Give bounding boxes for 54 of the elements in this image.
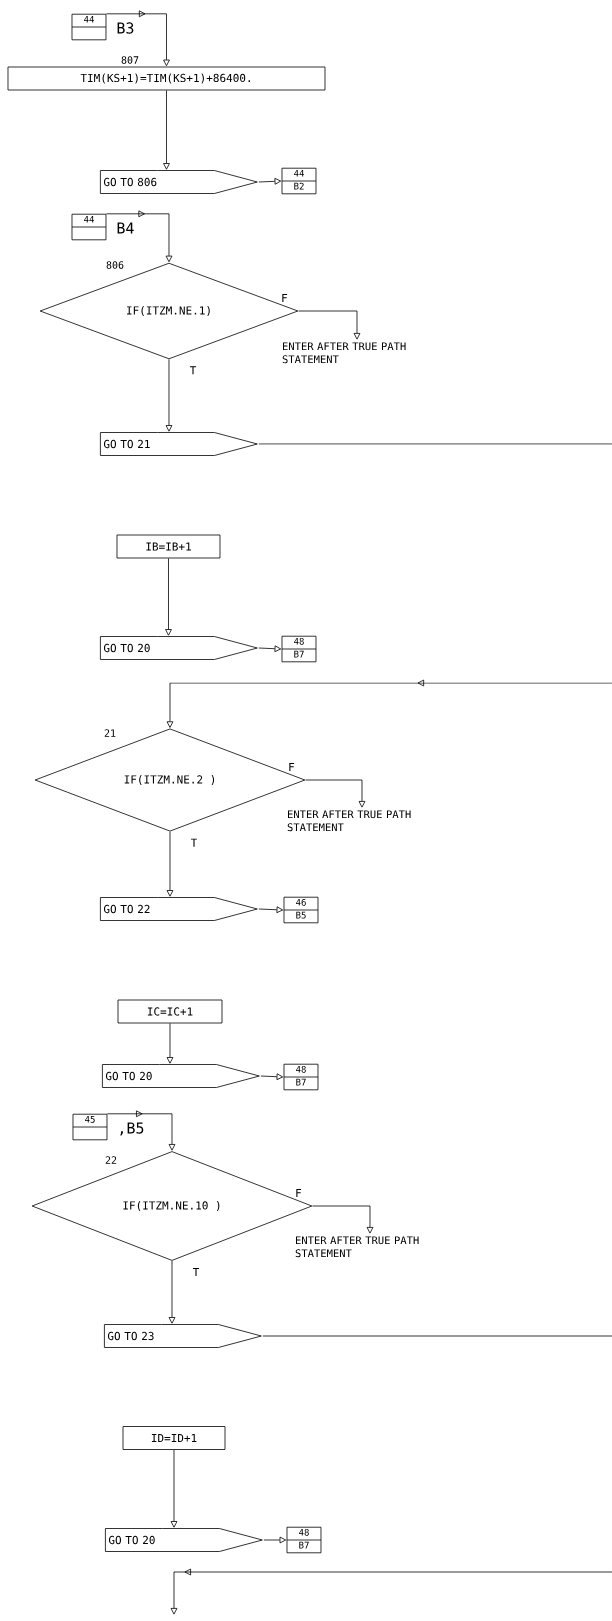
note-text: ENTER AFTER TRUE PATH STATEMENT: [295, 1236, 419, 1258]
arrow: [258, 645, 282, 653]
note-text: ENTER AFTER TRUE PATH STATEMENT: [282, 342, 406, 364]
edge-label: F: [287, 762, 296, 772]
page-connector: 48 B7: [286, 1526, 322, 1554]
arrow: [107, 1110, 176, 1151]
arrow: [305, 779, 366, 808]
page-connector: 48 B7: [283, 1063, 319, 1091]
go-to-box: GO TO 21: [100, 432, 258, 456]
arrow: [258, 906, 284, 914]
statement-label: B4: [117, 222, 134, 234]
edge-label: T: [188, 365, 198, 376]
process-box: IB=IB+1: [116, 534, 221, 559]
arrow: [258, 177, 282, 185]
arrow: [166, 679, 612, 728]
arrow: [166, 1023, 174, 1064]
arrow: [165, 558, 172, 636]
statement-label: 22: [105, 1156, 117, 1164]
note-text: ENTER AFTER TRUE PATH STATEMENT: [287, 810, 411, 832]
arrow: [163, 90, 170, 170]
go-to-box: GO TO 20: [100, 636, 258, 660]
arrow: [168, 1260, 176, 1324]
page-connector: 44: [71, 13, 107, 41]
statement-label: ,B5: [120, 1122, 144, 1136]
go-to-box: GO TO 20: [105, 1528, 263, 1552]
arrow: [166, 831, 174, 897]
arrow: [106, 10, 170, 67]
arrow: [260, 1073, 284, 1081]
process-box: TIM(KS+1)=TIM(KS+1)+86400.: [7, 66, 326, 91]
arrow: [312, 1205, 374, 1234]
edge-label: F: [294, 1188, 303, 1198]
arrow: [298, 310, 361, 340]
go-to-box: GO TO 806: [100, 170, 258, 194]
statement-label: B3: [117, 22, 134, 34]
edge-label: T: [189, 837, 199, 848]
arrow: [170, 1449, 178, 1528]
edge-label: F: [280, 293, 289, 303]
arrow: [106, 210, 173, 263]
go-to-box: GO TO 23: [104, 1324, 262, 1348]
arrow: [263, 1536, 287, 1544]
process-box: IC=IC+1: [117, 999, 223, 1024]
page-connector: 46 B5: [283, 896, 319, 924]
page-connector: 45: [72, 1113, 108, 1141]
go-to-box: GO TO 20: [102, 1064, 260, 1088]
arrow: [165, 358, 173, 432]
edge-label: T: [191, 1266, 201, 1277]
statement-label: 807: [121, 56, 139, 64]
go-to-box: GO TO 22: [100, 897, 258, 921]
statement-label: 21: [104, 729, 116, 737]
page-connector: 48 B7: [281, 635, 317, 663]
page-connector: 44: [71, 213, 107, 241]
process-box: ID=ID+1: [122, 1426, 226, 1450]
page-connector: 44 B2: [281, 167, 317, 195]
statement-label: 806: [106, 261, 124, 269]
